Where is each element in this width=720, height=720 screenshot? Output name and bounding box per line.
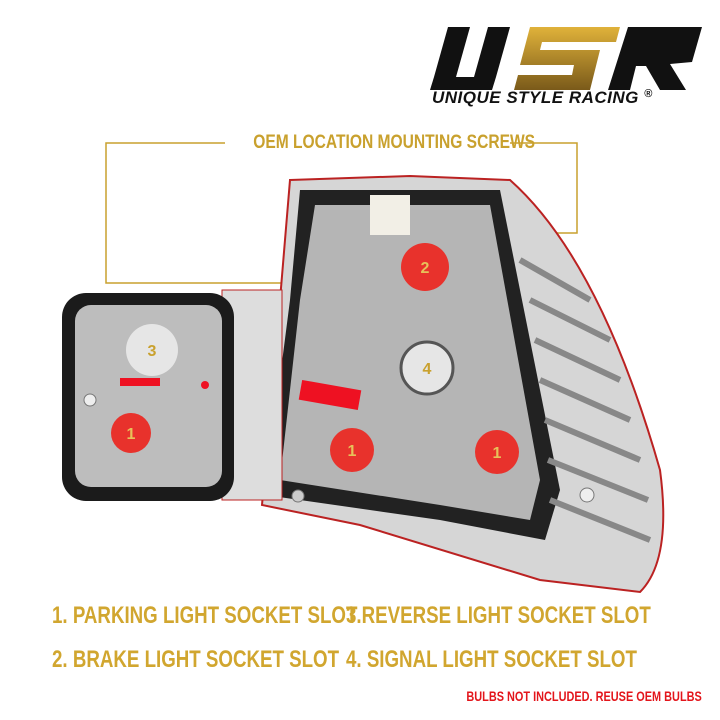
svg-text:1: 1 xyxy=(348,443,357,460)
legend-reverse: 3.REVERSE LIGHT SOCKET SLOT xyxy=(346,602,651,629)
legend-brake: 2. BRAKE LIGHT SOCKET SLOT xyxy=(52,646,340,673)
legend-signal: 4. SIGNAL LIGHT SOCKET SLOT xyxy=(346,646,637,673)
socket-marker-1: 1 xyxy=(475,430,519,474)
legend-parking: 1. PARKING LIGHT SOCKET SLOT xyxy=(52,602,358,629)
usr-logo xyxy=(430,27,702,90)
logo-wordmark: UNIQUE STYLE RACING ® xyxy=(432,88,653,107)
bulbs-note: BULBS NOT INCLUDED. REUSE OEM BULBS xyxy=(466,688,702,704)
socket-marker-2: 2 xyxy=(401,243,449,291)
svg-text:3: 3 xyxy=(148,343,157,360)
socket-marker-1: 1 xyxy=(111,413,151,453)
svg-text:2: 2 xyxy=(421,260,430,277)
socket-marker-3: 3 xyxy=(126,324,178,376)
socket-marker-1: 1 xyxy=(330,428,374,472)
socket-marker-4: 4 xyxy=(399,340,455,396)
mounting-screws-heading: OEM LOCATION MOUNTING SCREWS xyxy=(253,132,536,153)
inner-tail-light xyxy=(62,289,305,503)
svg-text:4: 4 xyxy=(423,361,432,378)
svg-text:1: 1 xyxy=(127,426,136,443)
outer-tail-light xyxy=(260,174,665,594)
svg-text:1: 1 xyxy=(493,445,502,462)
